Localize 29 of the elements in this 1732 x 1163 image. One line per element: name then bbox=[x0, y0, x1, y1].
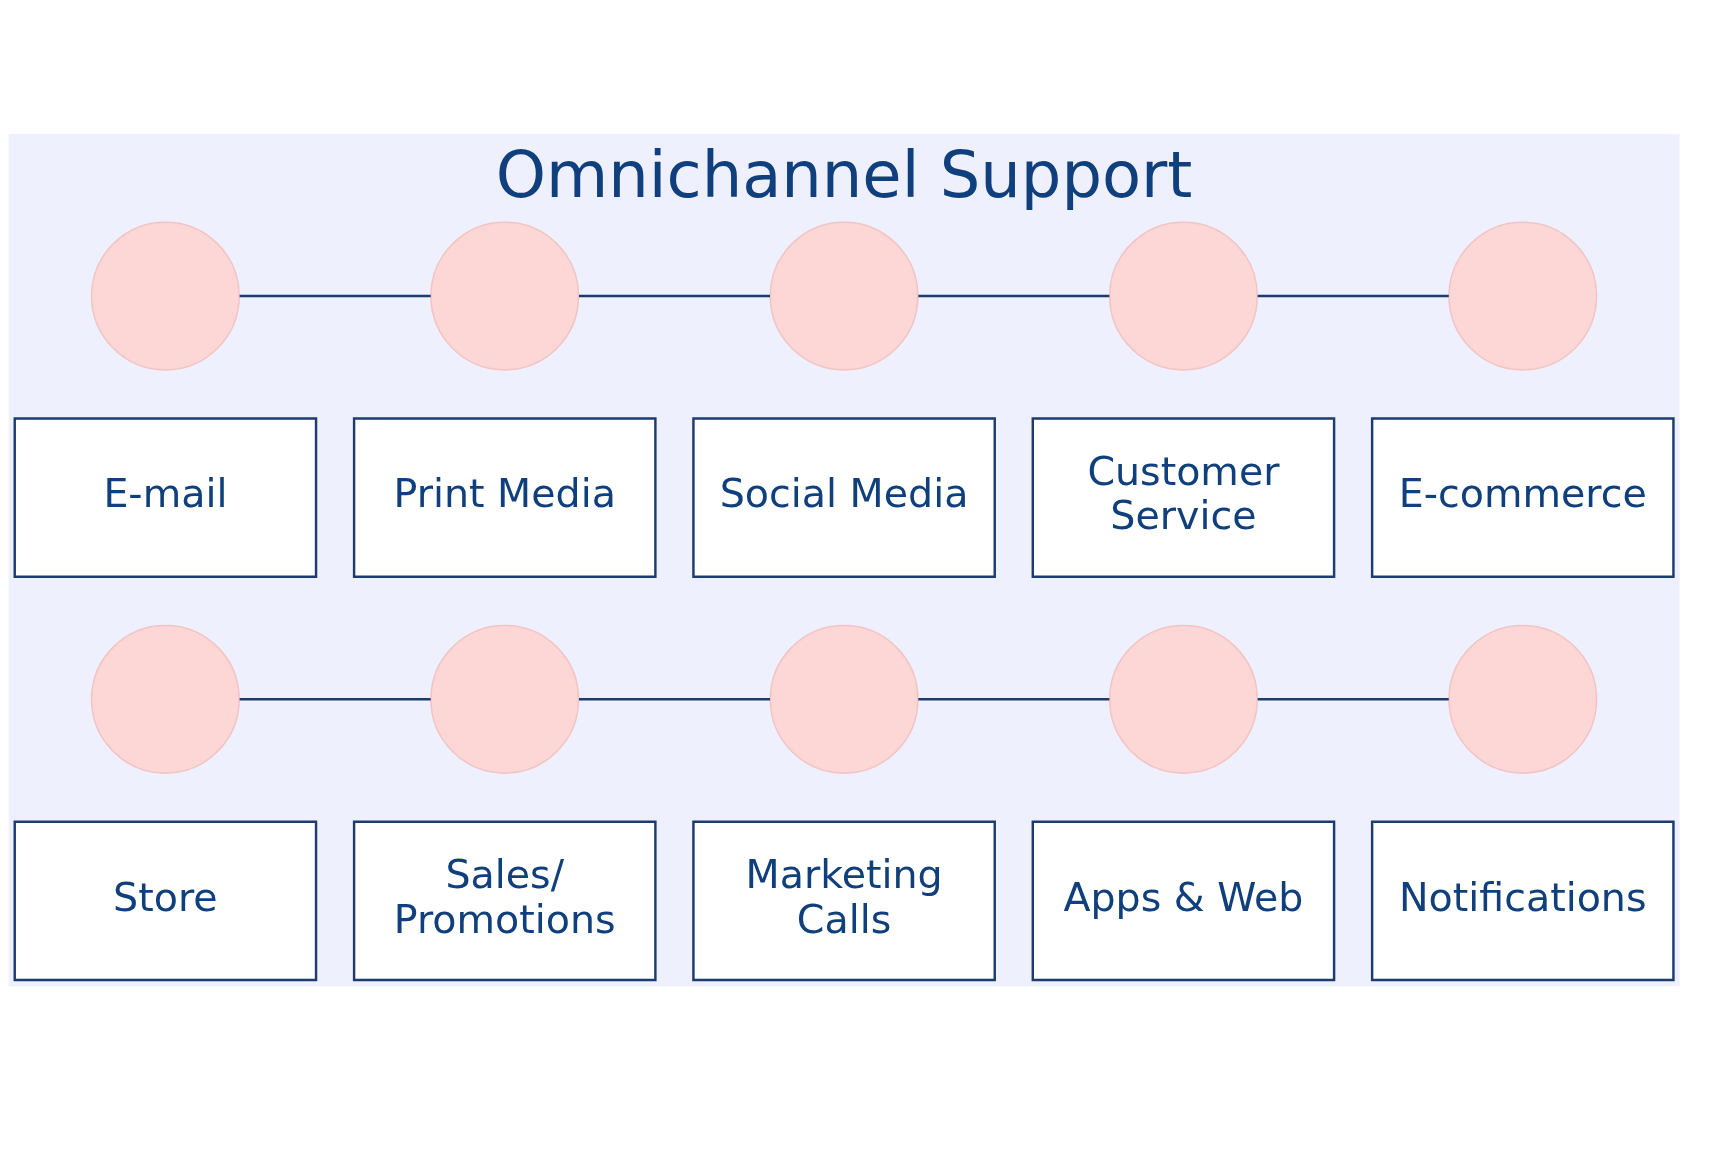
connector bbox=[239, 294, 431, 297]
node-box: Customer Service bbox=[1031, 416, 1336, 578]
connector bbox=[239, 697, 431, 701]
node-box: Print Media bbox=[352, 416, 657, 578]
connector bbox=[578, 697, 771, 701]
node-box: Sales/ Promotions bbox=[352, 820, 657, 981]
connector bbox=[918, 697, 1110, 701]
node-box: E-commerce bbox=[1370, 416, 1675, 578]
node-circle bbox=[430, 624, 580, 774]
node-box: E-mail bbox=[13, 416, 318, 578]
node-circle bbox=[769, 624, 919, 774]
node-circle bbox=[1108, 624, 1258, 774]
node-circle bbox=[90, 221, 240, 371]
node-box: Store bbox=[13, 820, 318, 981]
node-circle bbox=[1448, 624, 1598, 774]
connector bbox=[578, 294, 771, 297]
node-circle bbox=[1448, 221, 1598, 371]
node-circle bbox=[1108, 221, 1258, 371]
diagram-title: Omnichannel Support bbox=[495, 137, 1193, 212]
node-box: Apps & Web bbox=[1031, 820, 1336, 981]
connector bbox=[1257, 294, 1449, 297]
node-circle bbox=[769, 221, 919, 371]
connector bbox=[918, 294, 1110, 297]
node-box: Social Media bbox=[692, 416, 996, 578]
node-circle bbox=[430, 221, 580, 371]
node-box: Notifications bbox=[1370, 820, 1675, 981]
node-circle bbox=[90, 624, 240, 774]
node-box: Marketing Calls bbox=[692, 820, 996, 981]
connector bbox=[1257, 697, 1449, 701]
